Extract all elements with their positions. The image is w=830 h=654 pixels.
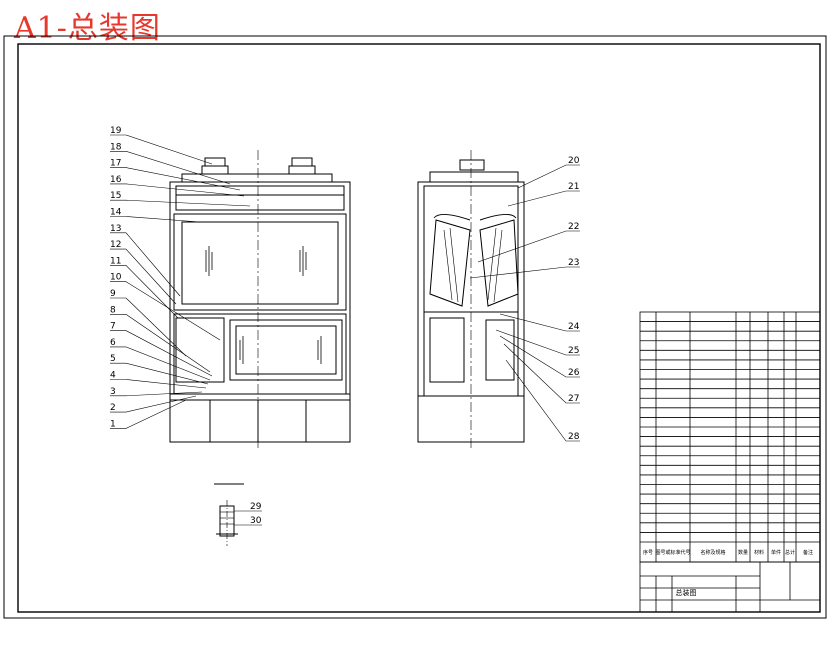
leader-20 [517, 164, 580, 189]
outer-border [3, 35, 827, 619]
callout-11: 11 [110, 256, 121, 266]
callout-30: 30 [250, 516, 262, 526]
leader-7 [110, 330, 213, 377]
leader-28 [505, 359, 580, 442]
bom-header-row: 序号图号或标准代号 名称及规格 数量材料单件总计 备注 [643, 549, 813, 556]
bom-header-cell: 图号或标准代号 [655, 549, 690, 556]
callout-2: 2 [110, 403, 116, 413]
leader-19 [110, 134, 213, 165]
title-block [639, 561, 821, 613]
side-callout-labels: 20 21 22 23 24 25 26 27 28 [568, 156, 580, 442]
callout-5: 5 [110, 354, 116, 364]
bom-table [639, 311, 821, 563]
leader-3 [110, 391, 203, 397]
leader-21 [507, 190, 580, 207]
callout-27: 27 [568, 394, 579, 404]
side-leader-lines [469, 164, 580, 442]
leader-24 [499, 313, 580, 332]
callout-7: 7 [110, 322, 116, 332]
bom-header-cell: 总计 [785, 549, 795, 556]
callout-16: 16 [110, 175, 122, 185]
leader-14 [110, 216, 201, 223]
callout-26: 26 [568, 368, 580, 378]
callout-29: 29 [250, 502, 262, 512]
leader-12 [110, 248, 177, 305]
callout-21: 21 [568, 182, 579, 192]
callout-8: 8 [110, 305, 116, 315]
leader-2 [110, 395, 197, 413]
leader-8 [110, 313, 211, 373]
leader-16 [110, 183, 245, 197]
bom-header-cell: 名称及规格 [700, 549, 725, 556]
callout-28: 28 [568, 432, 580, 442]
bom-header-cell: 单件 [771, 549, 781, 556]
leader-4 [110, 379, 207, 389]
callout-15: 15 [110, 191, 121, 201]
callout-10: 10 [110, 273, 122, 283]
drawing-title: A1-总装图 [14, 11, 161, 46]
callout-9: 9 [110, 289, 116, 299]
section-leader-lines [234, 510, 262, 526]
callout-17: 17 [110, 159, 121, 169]
callout-23: 23 [568, 258, 579, 268]
bom-header-cell: 数量 [738, 549, 748, 556]
callout-25: 25 [568, 346, 579, 356]
section-detail [214, 483, 244, 546]
leader-17 [110, 167, 241, 191]
callout-4: 4 [110, 371, 116, 381]
leader-26 [499, 335, 580, 378]
callout-20: 20 [568, 156, 580, 166]
leader-25 [495, 329, 580, 356]
leader-9 [110, 297, 187, 357]
callout-3: 3 [110, 387, 116, 397]
front-view [169, 157, 351, 443]
leader-5 [110, 362, 209, 385]
title-block-drawing-name: 总装图 [676, 588, 697, 597]
leader-1 [110, 399, 187, 429]
leader-18 [110, 151, 231, 185]
callout-14: 14 [110, 208, 122, 218]
leader-15 [110, 199, 251, 207]
leader-10 [110, 281, 221, 341]
front-callout-labels: 19 18 17 16 15 14 13 12 11 10 9 8 7 6 5 4 3 2 1 [110, 126, 122, 429]
bom-header-cell: 材料 [754, 549, 764, 556]
callout-12: 12 [110, 240, 121, 250]
callout-13: 13 [110, 224, 121, 234]
leader-11 [110, 265, 179, 319]
leader-6 [110, 346, 211, 381]
bom-header-cell: 序号 [643, 549, 653, 556]
leader-27 [503, 343, 580, 404]
leader-23 [469, 266, 580, 279]
leader-22 [477, 230, 580, 263]
callout-22: 22 [568, 222, 579, 232]
callout-6: 6 [110, 338, 116, 348]
bom-header-cell: 备注 [803, 549, 813, 556]
inner-border [17, 43, 821, 613]
callout-18: 18 [110, 142, 122, 152]
callout-24: 24 [568, 322, 580, 332]
leader-13 [110, 232, 181, 297]
front-leader-lines [110, 134, 251, 429]
callout-19: 19 [110, 126, 122, 136]
callout-1: 1 [110, 419, 116, 429]
